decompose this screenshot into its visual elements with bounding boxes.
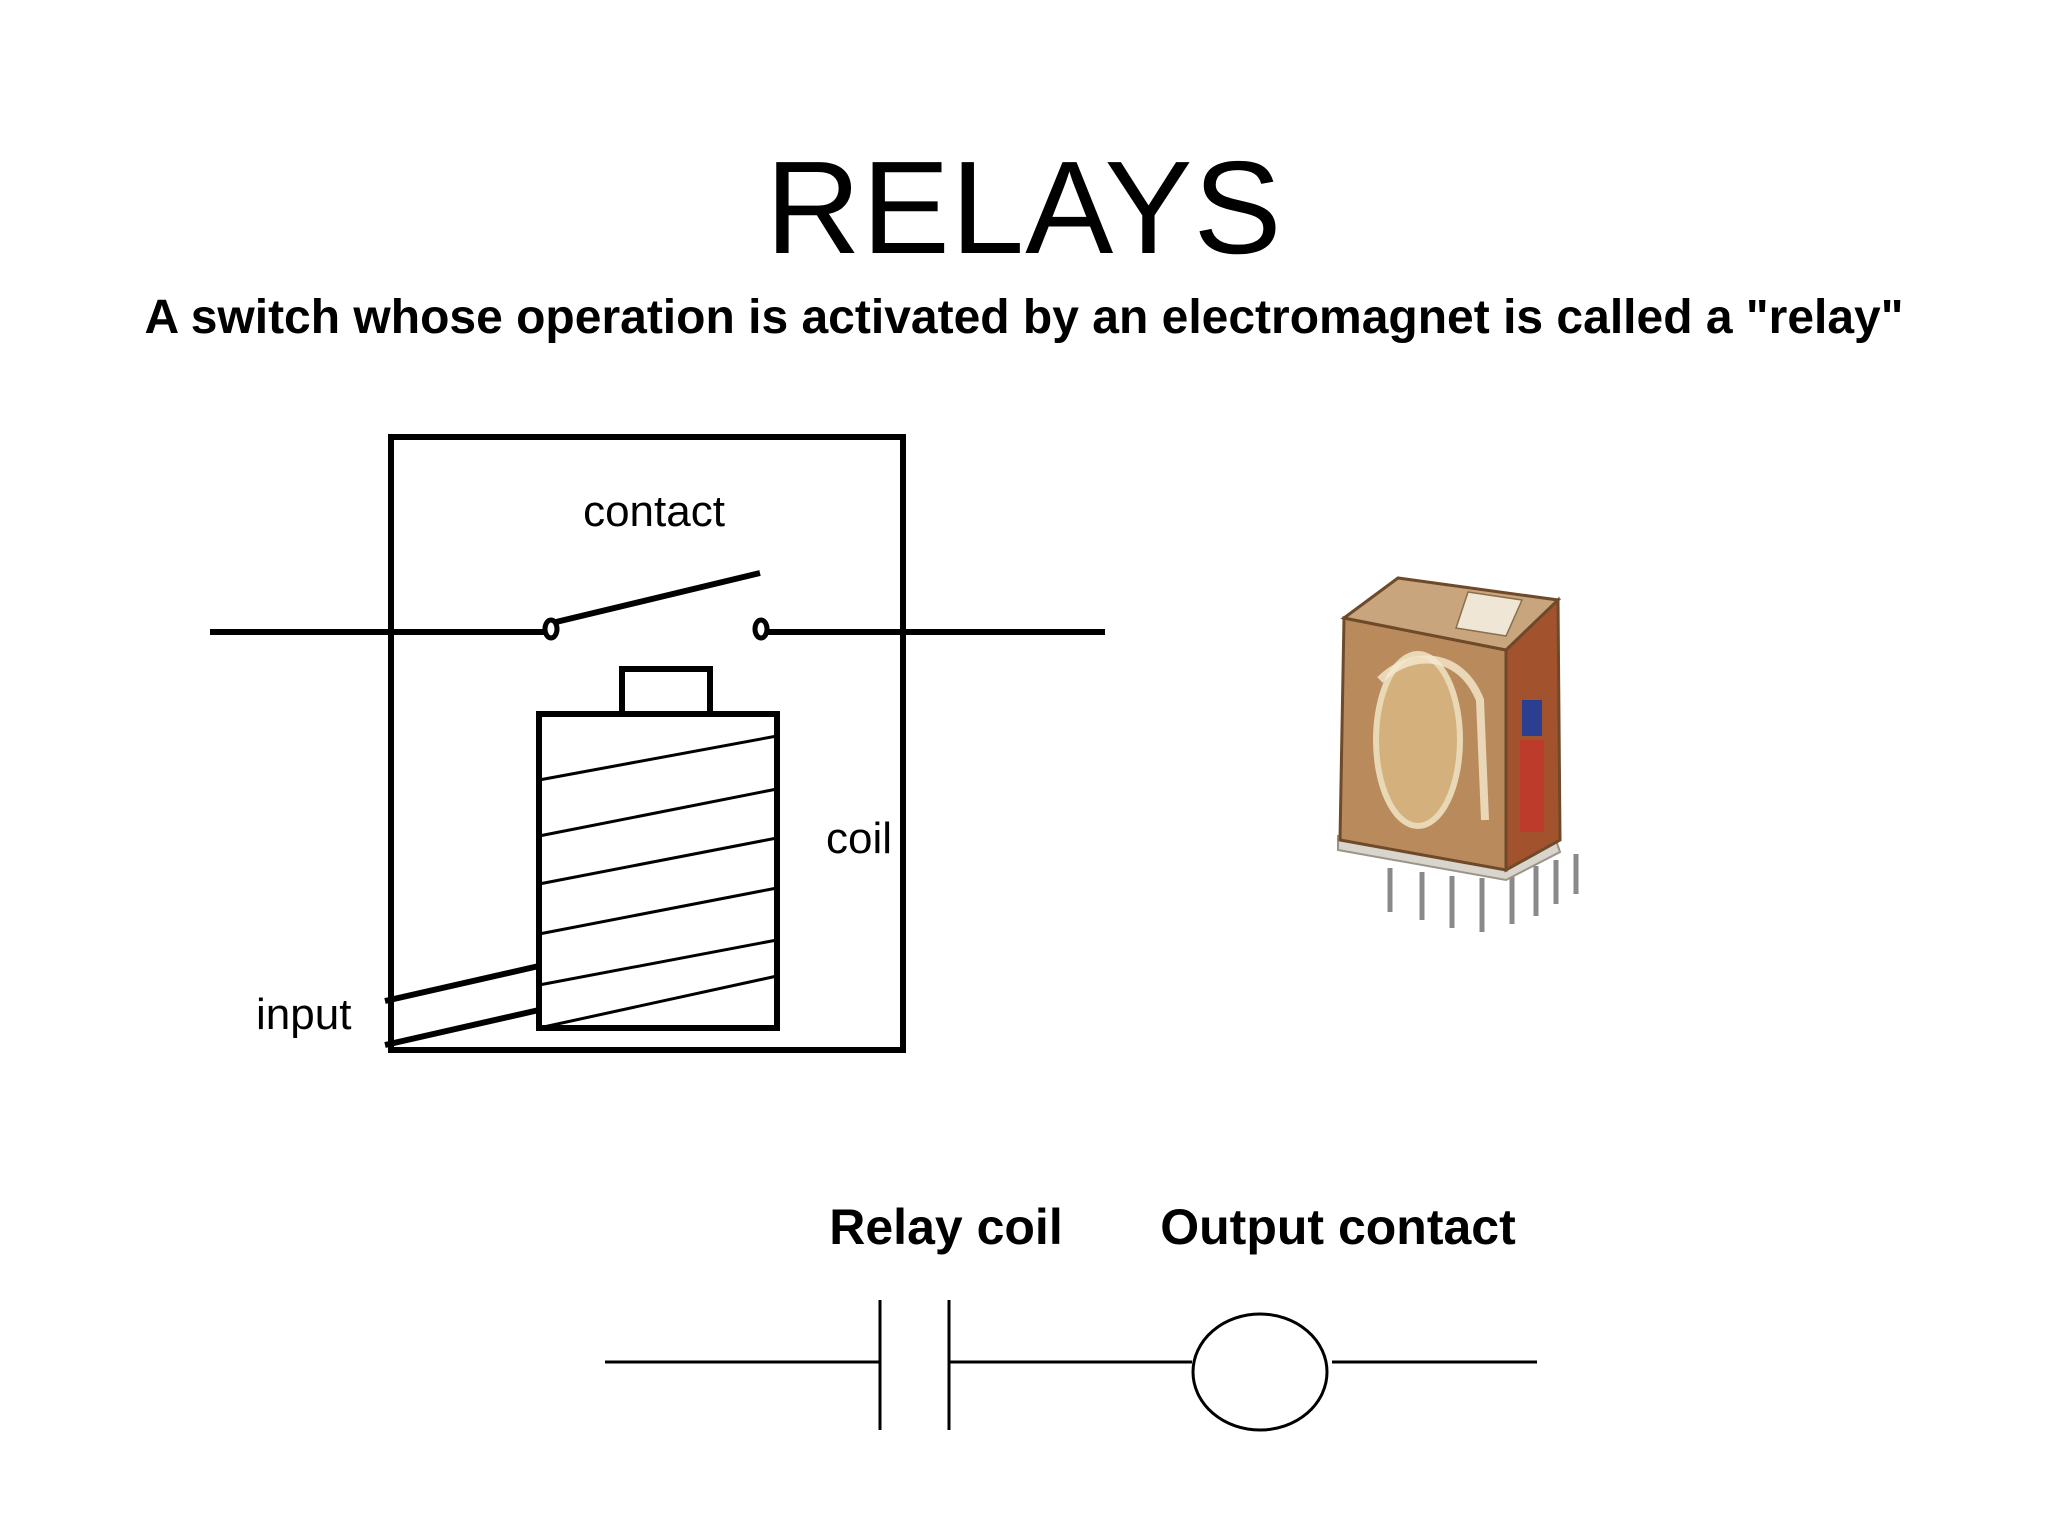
contact-switch-arm (555, 570, 761, 625)
relay-pins (1387, 854, 1579, 932)
coil-body (536, 711, 780, 1031)
coil-label: coil (826, 814, 892, 863)
relay-component-icon (1337, 576, 1579, 932)
relay-housing-box (388, 434, 906, 1053)
relay-internal-wire (1377, 655, 1489, 821)
relay-internal-coil (1373, 651, 1463, 829)
ladder-rung (605, 1300, 1537, 1432)
relay-schematic (210, 434, 1105, 1053)
slide-subtitle: A switch whose operation is activated by… (144, 291, 1904, 344)
relay-red-accent (1520, 740, 1544, 832)
input-lead-upper (384, 963, 540, 1004)
input-lead-lower (384, 1007, 540, 1048)
relay-top-label (1455, 591, 1524, 637)
output-contact-label: Output contact (1160, 1199, 1516, 1255)
contact-terminal-right (752, 617, 770, 641)
coil-windings (538, 734, 778, 1030)
coil-pole-piece (619, 666, 713, 717)
contact-terminal-left (542, 617, 560, 641)
relay-coil-label: Relay coil (829, 1199, 1062, 1255)
input-label: input (256, 990, 351, 1039)
slide-title: RELAYS (765, 134, 1283, 281)
contact-label: contact (583, 487, 725, 536)
relay-blue-accent (1522, 700, 1542, 736)
coil-symbol-circle (1191, 1312, 1329, 1432)
